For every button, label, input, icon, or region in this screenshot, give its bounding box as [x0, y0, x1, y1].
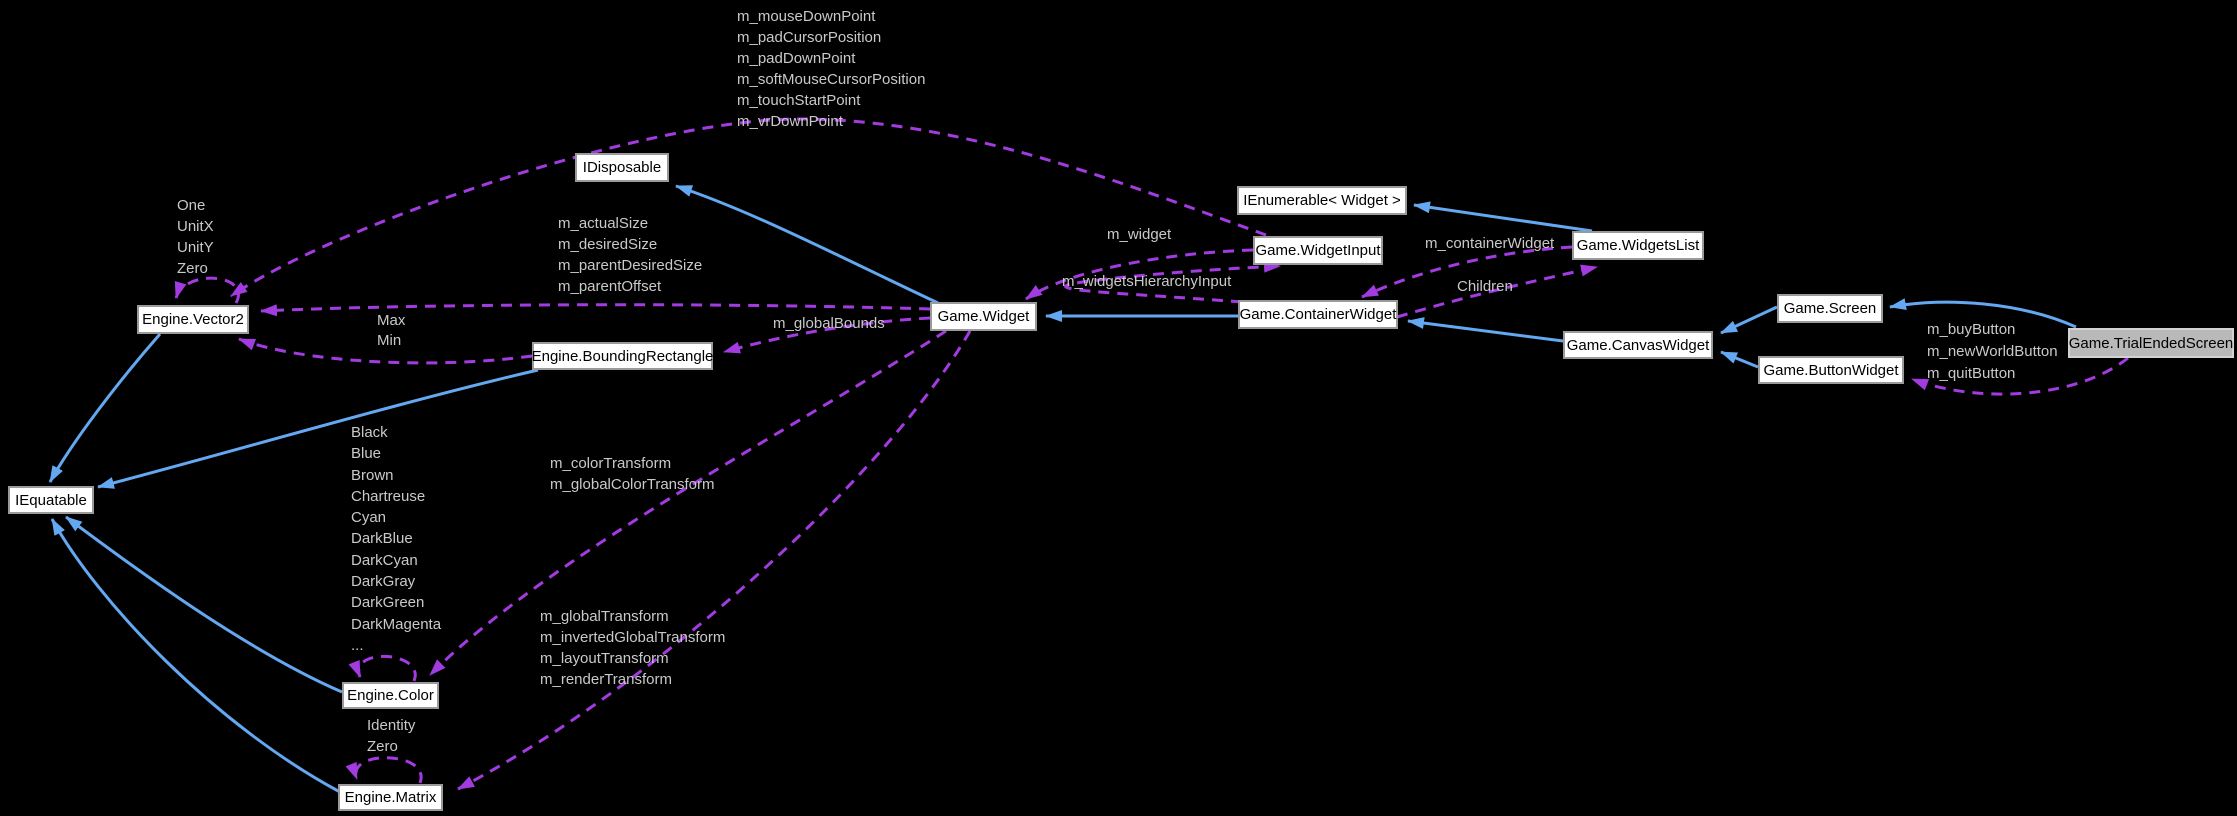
edge-label: Brown	[351, 466, 394, 484]
edge-labels-widget-to-color: m_colorTransform m_globalColorTransform	[550, 453, 715, 495]
node-game-widgetinput[interactable]: Game.WidgetInput	[1253, 236, 1383, 265]
edge-widget-to-boundingrectangle	[723, 316, 931, 354]
edge-label: Identity	[367, 717, 416, 734]
edge-label: m_padDownPoint	[737, 50, 856, 67]
edge-label: m_containerWidget	[1425, 235, 1555, 252]
edge-labels-trialendedscreen-to-buttonwidget: m_buyButton m_newWorldButton m_quitButto…	[1927, 319, 2058, 385]
edge-label: m_globalBounds	[773, 315, 885, 332]
edge-label: Cyan	[351, 509, 387, 527]
edge-labels-widget-to-matrix: m_globalTransform m_invertedGlobalTransf…	[540, 606, 725, 690]
edge-labels-vector2-self: One UnitX UnitY Zero	[177, 195, 214, 279]
node-ienumerable-widget[interactable]: IEnumerable< Widget >	[1237, 186, 1407, 215]
node-game-buttonwidget[interactable]: Game.ButtonWidget	[1758, 356, 1904, 384]
edge-label: m_parentOffset	[558, 278, 662, 295]
edge-widget-to-vector2-members	[260, 303, 931, 317]
edge-widget-to-matrix	[457, 330, 972, 791]
node-engine-matrix[interactable]: Engine.Matrix	[338, 784, 443, 811]
edge-boundingrectangle-to-vector2-members	[238, 337, 533, 365]
edge-label: DarkMagenta	[351, 615, 442, 633]
edge-labels-matrix-self: Identity Zero	[367, 715, 415, 757]
edge-label: m_parentDesiredSize	[558, 257, 703, 274]
edge-label: Min	[377, 332, 402, 349]
edge-label: m_desiredSize	[558, 236, 658, 253]
edge-label: m_softMouseCursorPosition	[737, 71, 926, 88]
edge-label: m_quitButton	[1927, 365, 2016, 382]
edge-trialendedscreen-to-buttonwidget	[1911, 356, 2129, 396]
edge-containerwidget-to-widgetinput	[1064, 260, 1281, 304]
edge-vector2-self-loop	[174, 276, 240, 304]
edge-label: m_mouseDownPoint	[737, 8, 876, 25]
node-game-canvaswidget[interactable]: Game.CanvasWidget	[1563, 331, 1713, 359]
edge-labels-containerwidget-to-widgetinput: m_widgetsHierarchyInput	[1062, 271, 1231, 292]
node-idisposable[interactable]: IDisposable	[575, 153, 669, 182]
node-game-trialendedscreen: Game.TrialEndedScreen	[2068, 328, 2234, 358]
edge-label: UnitY	[177, 239, 214, 256]
edge-label: m_buyButton	[1927, 321, 2016, 338]
edge-label: m_widget	[1107, 226, 1172, 243]
edge-label: Max	[377, 312, 406, 329]
edge-labels-widgetinput-to-vector2: m_mouseDownPoint m_padCursorPosition m_p…	[737, 6, 925, 132]
edge-labels-widgetinput-to-widget: m_widget	[1107, 224, 1171, 245]
edge-label: m_touchStartPoint	[737, 92, 861, 109]
edge-color-self-loop	[348, 655, 417, 682]
edge-label: m_widgetsHierarchyInput	[1062, 273, 1232, 290]
edge-trialendedscreen-to-screen	[1889, 298, 2077, 329]
node-iequatable[interactable]: IEquatable	[8, 486, 94, 514]
edge-labels-containerwidget-to-widgetslist: Children	[1457, 276, 1513, 297]
edge-widgetslist-to-ienumerable	[1413, 201, 1593, 233]
edge-label: Blue	[351, 445, 382, 463]
edge-containerwidget-to-widgetslist	[1396, 264, 1598, 319]
node-engine-boundingrectangle[interactable]: Engine.BoundingRectangle	[532, 342, 713, 370]
node-game-containerwidget[interactable]: Game.ContainerWidget	[1238, 300, 1398, 329]
edge-label: Zero	[177, 260, 208, 277]
edge-labels-color-self: Black Blue Brown Chartreuse Cyan DarkBlu…	[351, 422, 441, 656]
edge-widget-to-color	[428, 329, 947, 677]
edge-label: One	[177, 197, 206, 214]
edge-label: m_padCursorPosition	[737, 29, 882, 46]
edge-label: m_actualSize	[558, 215, 649, 232]
node-engine-color[interactable]: Engine.Color	[342, 682, 439, 709]
edge-widget-to-idisposable	[675, 184, 939, 305]
edge-widgetinput-to-vector2-members	[230, 117, 1267, 298]
edge-labels-widget-to-vector2: m_actualSize m_desiredSize m_parentDesir…	[558, 213, 702, 297]
edge-label: m_invertedGlobalTransform	[540, 629, 726, 646]
edge-widgetinput-to-widget	[1025, 248, 1254, 301]
edge-label: m_newWorldButton	[1927, 343, 2058, 360]
node-game-widget[interactable]: Game.Widget	[930, 302, 1037, 331]
edge-label: m_layoutTransform	[540, 650, 669, 667]
edge-label: m_globalColorTransform	[550, 476, 715, 493]
edge-label: DarkCyan	[351, 551, 418, 569]
edge-color-to-iequatable	[65, 515, 343, 694]
edge-label: m_colorTransform	[550, 455, 672, 472]
edge-label: DarkGray	[351, 573, 416, 591]
edge-label: m_globalTransform	[540, 608, 669, 625]
edge-matrix-self-loop	[345, 756, 423, 784]
edge-screen-to-canvaswidget	[1720, 305, 1778, 335]
edge-labels-boundingrectangle-to-vector2: Max Min	[377, 311, 405, 351]
edge-label: ...	[351, 636, 364, 654]
edge-label: DarkGreen	[351, 594, 425, 612]
edge-labels-widgetslist-to-containerwidget: m_containerWidget	[1425, 233, 1554, 254]
edge-vector2-to-iequatable	[48, 333, 162, 483]
edge-label: UnitX	[177, 218, 214, 235]
node-game-screen[interactable]: Game.Screen	[1777, 294, 1883, 323]
edge-boundingrectangle-to-iequatable	[97, 368, 539, 489]
edge-labels-widget-to-boundingrectangle: m_globalBounds	[773, 313, 885, 334]
edge-label: m_vrDownPoint	[737, 113, 843, 130]
node-engine-vector2[interactable]: Engine.Vector2	[137, 305, 249, 334]
node-game-widgetslist[interactable]: Game.WidgetsList	[1572, 231, 1704, 260]
edge-label: Zero	[367, 738, 398, 755]
edge-label: m_renderTransform	[540, 671, 672, 688]
edge-matrix-to-iequatable	[50, 518, 341, 794]
edge-label: Chartreuse	[351, 487, 426, 505]
edge-widgetslist-to-containerwidget	[1361, 245, 1573, 299]
edge-label: Children	[1457, 278, 1513, 295]
edge-label: Black	[351, 424, 388, 441]
edge-label: DarkBlue	[351, 530, 413, 548]
edge-canvaswidget-to-containerwidget	[1407, 317, 1564, 343]
edge-buttonwidget-to-canvaswidget	[1720, 350, 1759, 369]
